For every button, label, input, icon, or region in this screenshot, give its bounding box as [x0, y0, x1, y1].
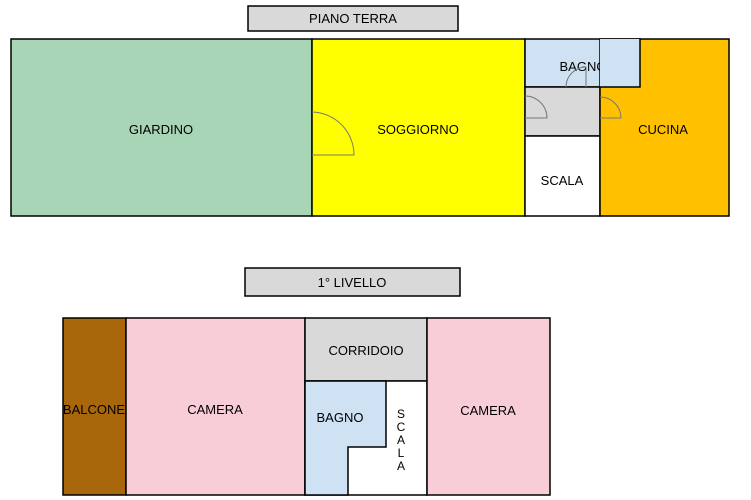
stairs-room: [524, 135, 601, 217]
balcony-room: [62, 317, 127, 496]
bedroom-right-label: CAMERA: [460, 403, 516, 418]
balcony-label: BALCONE: [63, 402, 125, 417]
first-floor-plan: 1° LIVELLO BALCONE CAMERA CORRIDOIO BAGN…: [62, 267, 551, 496]
garden-label: GIARDINO: [129, 122, 193, 137]
stairs-letter: L: [398, 446, 405, 460]
stairs-label: SCALA: [541, 173, 584, 188]
stairs-first-label: S C A L A: [397, 407, 406, 473]
corridor-label: CORRIDOIO: [328, 343, 403, 358]
stairs-letter: S: [397, 407, 405, 421]
first-floor-title-box: [244, 267, 461, 297]
living-label: SOGGIORNO: [377, 122, 459, 137]
door-swing-garden-living: [311, 111, 355, 156]
door-swing-hall-bathroom: [565, 66, 587, 88]
door-swing-living-hall: [524, 95, 548, 119]
stairs-letter: A: [397, 459, 405, 473]
bathroom-label: BAGNO: [560, 59, 607, 74]
garden-room: [10, 38, 313, 217]
bathroom-first-label: BAGNO: [317, 410, 364, 425]
door-swing-hall-kitchen: [599, 96, 622, 119]
kitchen-notch: [600, 39, 640, 87]
bedroom-left-label: CAMERA: [187, 402, 243, 417]
stairs-letter: C: [397, 420, 406, 434]
hall-area: [524, 86, 601, 137]
ground-floor-title-box: [247, 5, 459, 32]
stairs-letter: A: [397, 433, 405, 447]
ground-floor-plan: PIANO TERRA GIARDINO SOGGIORNO BAGNO SCA…: [10, 5, 730, 217]
ground-floor-title: PIANO TERRA: [309, 11, 397, 26]
living-room: [311, 38, 526, 217]
corridor-room: [304, 317, 428, 382]
first-floor-title: 1° LIVELLO: [318, 275, 387, 290]
kitchen-label: CUCINA: [638, 122, 688, 137]
bedroom-right-room: [426, 317, 551, 496]
kitchen-wall: [600, 39, 641, 88]
bathroom-first-room: [304, 380, 387, 496]
